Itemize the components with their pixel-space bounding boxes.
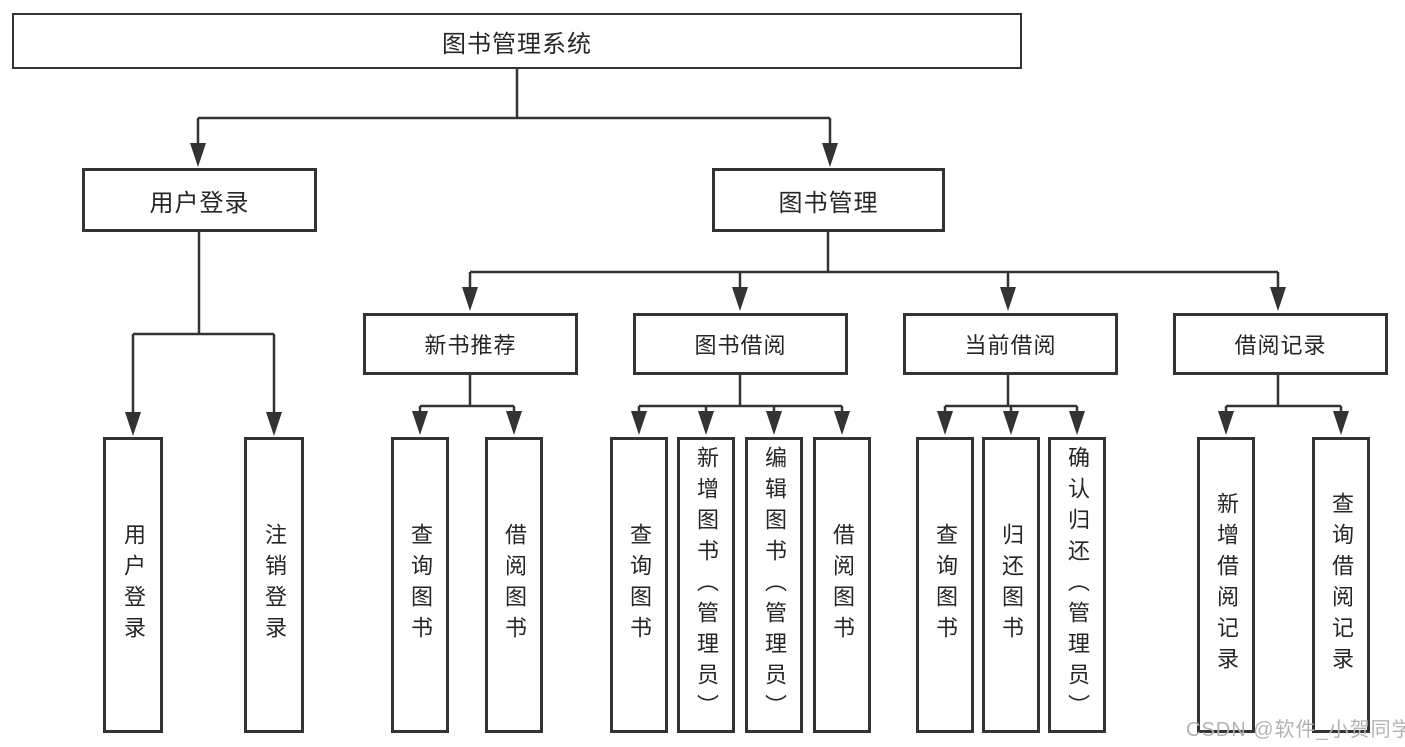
leaf-query-books-1: 查询图书 [391,437,449,733]
connector-user-login-branch [125,232,282,436]
leaf-query-books-3: 查询图书 [916,437,974,733]
connector-new-book-branch [412,375,522,435]
leaf-borrow-books-1: 借阅图书 [485,437,543,733]
connector-current-borrow-branch [937,375,1085,435]
connector-root-to-level2 [190,69,838,167]
leaf-label: 查询图书 [408,523,433,647]
leaf-label: 用户登录 [121,523,146,647]
connector-borrow-records-branch [1218,375,1349,435]
leaf-borrow-books-2: 借阅图书 [813,437,871,733]
node-user-login: 用户登录 [82,168,317,232]
node-borrow-records: 借阅记录 [1173,313,1388,375]
leaf-label: 新增图书（管理员） [694,445,719,725]
leaf-user-login: 用户登录 [103,437,163,733]
leaf-label: 注销登录 [262,523,287,647]
node-root: 图书管理系统 [12,13,1022,69]
leaf-confirm-return-admin: 确认归还（管理员） [1048,437,1106,733]
leaf-add-book-admin: 新增图书（管理员） [677,437,735,733]
leaf-label: 借阅图书 [502,523,527,647]
node-book-borrow: 图书借阅 [633,313,848,375]
leaf-edit-book-admin: 编辑图书（管理员） [745,437,803,733]
leaf-add-borrow-record: 新增借阅记录 [1197,437,1255,733]
leaf-label: 确认归还（管理员） [1065,445,1090,725]
leaf-query-borrow-record: 查询借阅记录 [1312,437,1370,733]
connector-book-borrow-branch [631,375,850,435]
leaf-label: 新增借阅记录 [1214,492,1239,678]
leaf-logout: 注销登录 [244,437,304,733]
leaf-label: 查询借阅记录 [1329,492,1354,678]
connector-book-management-branch [462,232,1286,311]
leaf-label: 归还图书 [999,523,1024,647]
leaf-label: 借阅图书 [830,523,855,647]
node-book-management: 图书管理 [712,168,945,232]
leaf-return-books: 归还图书 [982,437,1040,733]
leaf-label: 查询图书 [627,523,652,647]
watermark: CSDN @软件_小贺同学 [1186,719,1405,741]
leaf-query-books-2: 查询图书 [610,437,668,733]
leaf-label: 编辑图书（管理员） [762,445,787,725]
node-new-book-recommend: 新书推荐 [363,313,578,375]
node-current-borrow: 当前借阅 [903,313,1118,375]
leaf-label: 查询图书 [933,523,958,647]
